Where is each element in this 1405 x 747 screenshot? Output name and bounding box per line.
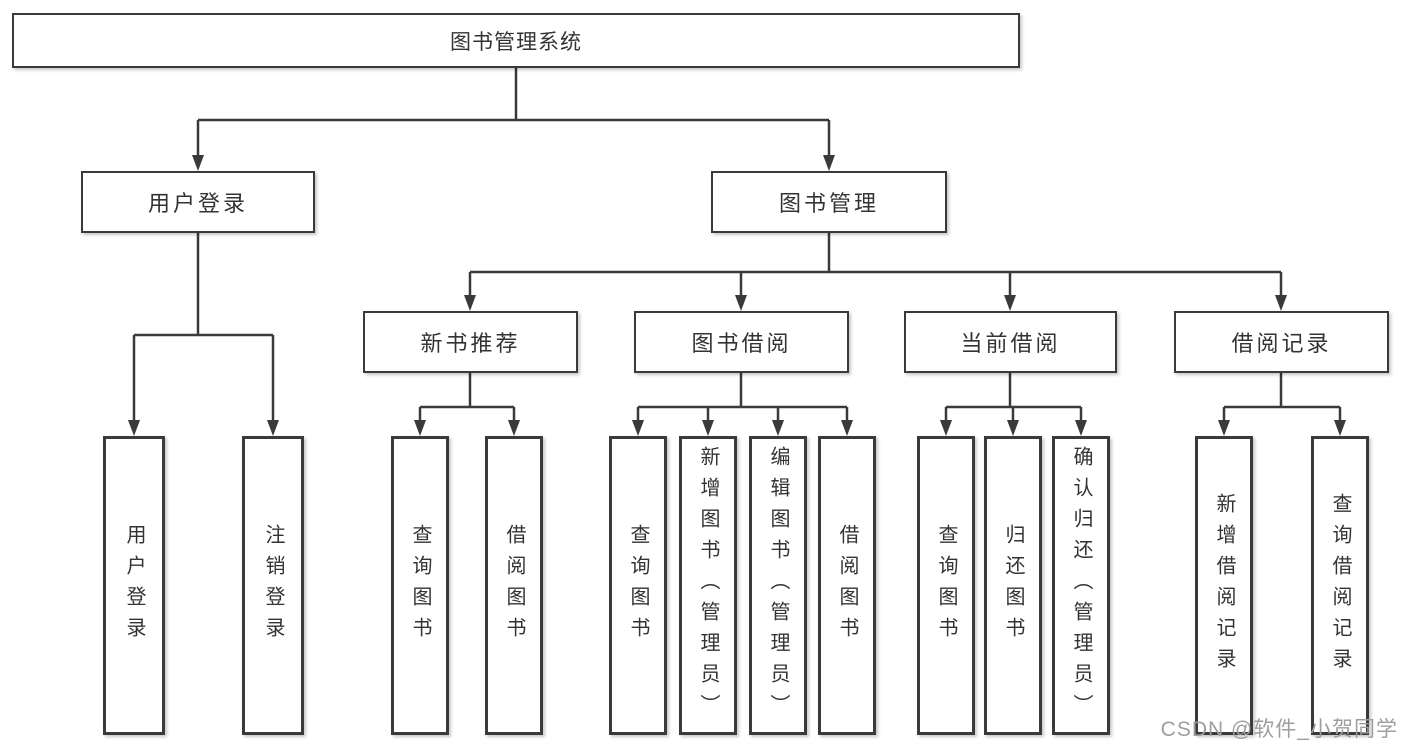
node-current-borrowing: 当前借阅: [904, 311, 1117, 373]
node-label: 查询图书: [627, 523, 649, 648]
leaf-logout-login: 注销登录: [242, 436, 304, 735]
arrowhead: [1004, 295, 1016, 311]
node-label: 借阅图书: [503, 523, 525, 648]
arrowhead: [464, 295, 476, 311]
leaf-records-query-borrow-record: 查询借阅记录: [1311, 436, 1369, 735]
leaf-records-add-borrow-record: 新增借阅记录: [1195, 436, 1253, 735]
node-label: 当前借阅: [960, 331, 1061, 356]
connector-borrowing-records-to-leaves: [1218, 373, 1346, 436]
arrowhead: [128, 420, 140, 436]
leaf-borrowing-query-books: 查询图书: [609, 436, 667, 735]
arrowhead: [508, 420, 520, 436]
arrowhead: [841, 420, 853, 436]
node-label: 图书管理: [778, 191, 879, 216]
node-label: 查询图书: [409, 523, 431, 648]
connector-current-borrowing-to-leaves: [940, 373, 1087, 436]
watermark-text: CSDN @软件_小贺同学: [1160, 718, 1398, 741]
connector-user-login-to-leaves: [128, 233, 279, 436]
node-label: 图书借阅: [691, 331, 792, 356]
node-new-book-recommend: 新书推荐: [363, 311, 578, 373]
leaf-current-query-books: 查询图书: [917, 436, 975, 735]
node-label: 查询借阅记录: [1329, 492, 1351, 679]
arrowhead: [940, 420, 952, 436]
leaf-recommend-query-books: 查询图书: [391, 436, 449, 735]
node-borrowing-records: 借阅记录: [1174, 311, 1389, 373]
arrowhead: [1334, 420, 1346, 436]
node-library-management-system: 图书管理系统: [12, 13, 1020, 68]
connector-book-borrowing-to-leaves: [632, 373, 853, 436]
arrowhead: [1218, 420, 1230, 436]
arrowhead: [1275, 295, 1287, 311]
arrowhead: [1075, 420, 1087, 436]
node-label: 确认归还（管理员）: [1070, 446, 1092, 725]
leaf-borrowing-edit-books-admin: 编辑图书（管理员）: [749, 436, 807, 735]
arrowhead: [192, 155, 204, 171]
connector-book-management-to-level3: [464, 233, 1287, 311]
arrowhead: [702, 420, 714, 436]
leaf-borrowing-borrow-books: 借阅图书: [818, 436, 876, 735]
connector-root-to-level2: [192, 68, 835, 171]
arrowhead: [772, 420, 784, 436]
leaf-current-return-books: 归还图书: [984, 436, 1042, 735]
node-label: 新增图书（管理员）: [697, 446, 719, 725]
node-label: 借阅记录: [1231, 331, 1332, 356]
node-label: 用户登录: [147, 191, 248, 216]
connector-new-book-recommend-to-leaves: [414, 373, 520, 436]
node-label: 用户登录: [123, 523, 145, 648]
node-user-login: 用户登录: [81, 171, 315, 233]
node-label: 图书管理系统: [450, 30, 582, 54]
arrowhead: [1007, 420, 1019, 436]
node-book-borrowing: 图书借阅: [634, 311, 849, 373]
node-label: 新书推荐: [420, 331, 521, 356]
arrowhead: [823, 155, 835, 171]
node-label: 新增借阅记录: [1213, 492, 1235, 679]
node-label: 编辑图书（管理员）: [767, 446, 789, 725]
leaf-user-login: 用户登录: [103, 436, 165, 735]
arrowhead: [267, 420, 279, 436]
node-label: 归还图书: [1002, 523, 1024, 648]
node-label: 注销登录: [262, 523, 284, 648]
node-label: 借阅图书: [836, 523, 858, 648]
leaf-current-confirm-return-admin: 确认归还（管理员）: [1052, 436, 1110, 735]
node-label: 查询图书: [935, 523, 957, 648]
arrowhead: [414, 420, 426, 436]
arrowhead: [735, 295, 747, 311]
node-book-management: 图书管理: [711, 171, 947, 233]
leaf-borrowing-add-books-admin: 新增图书（管理员）: [679, 436, 737, 735]
leaf-recommend-borrow-books: 借阅图书: [485, 436, 543, 735]
arrowhead: [632, 420, 644, 436]
